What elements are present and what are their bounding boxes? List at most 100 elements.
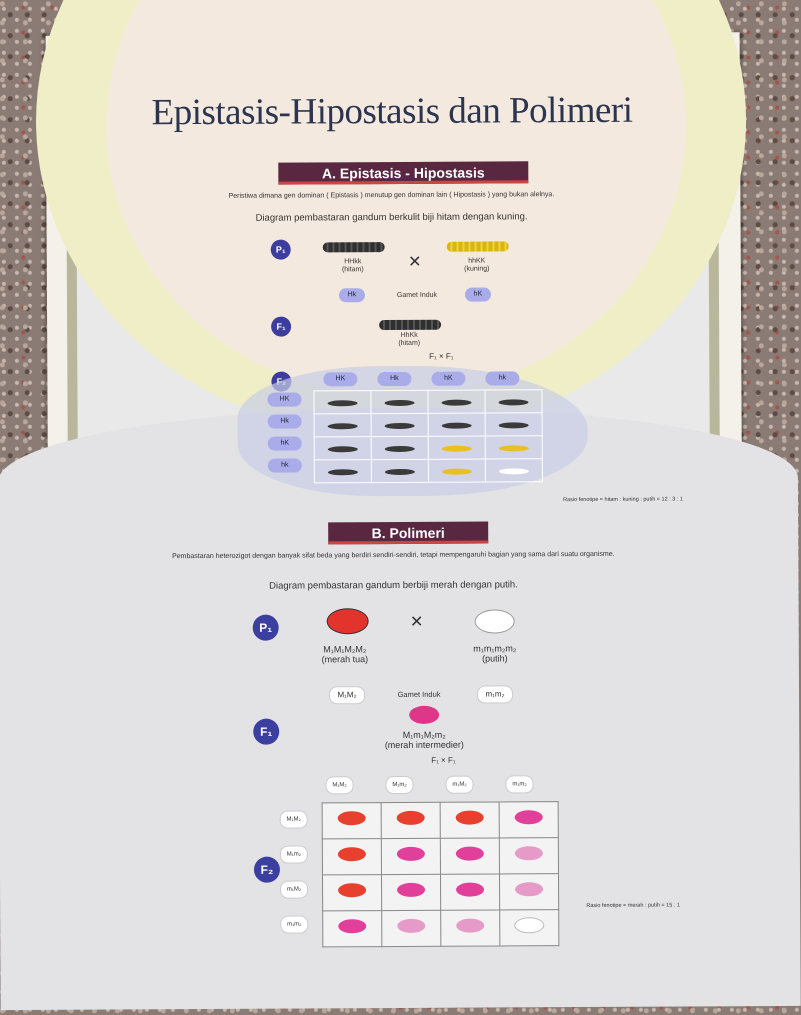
b-grid-cell — [381, 838, 441, 875]
b-cross-symbol: ✕ — [409, 613, 424, 631]
a-grid-cell — [428, 459, 486, 483]
a-f1xf1: F₁ × F₁ — [429, 351, 454, 361]
b-f1-label: F₁ — [253, 718, 280, 745]
a-seed-icon — [498, 422, 529, 429]
a-grid-cell — [485, 412, 543, 437]
a-gamete-label: Gamet Induk — [396, 291, 438, 299]
b-gamete2: m₁m₂ — [477, 685, 514, 704]
a-seed-icon — [498, 468, 529, 475]
section-b-heading: B. Polimeri — [328, 521, 489, 545]
a-parent1-genotype: HHkk — [344, 258, 362, 266]
a-grid-cell — [371, 436, 429, 460]
b-female-gamete: m₁M₂ — [280, 880, 309, 899]
b-grid-cell — [440, 873, 500, 911]
b-parent1-phenotype: (merah tua) — [321, 654, 369, 665]
b-white-seed-icon — [474, 609, 515, 634]
b-grid-cell — [440, 909, 500, 947]
b-seed-icon — [455, 810, 484, 825]
a-female-gamete: hK — [267, 436, 302, 451]
b-grid-cell — [322, 838, 382, 875]
b-seed-icon — [455, 846, 484, 861]
a-seed-icon — [441, 422, 472, 429]
a-seed-icon — [327, 469, 358, 476]
b-f1-genotype: M₁m₁M₂m₂ — [402, 729, 446, 740]
b-parent2-genotype: m₁m₁m₂m₂ — [473, 643, 517, 654]
a-female-gamete: Hk — [267, 414, 302, 429]
b-p1-label: P₁ — [252, 614, 279, 641]
a-seed-icon — [384, 399, 415, 407]
a-yellow-wheat-icon — [446, 241, 509, 252]
b-seed-icon — [514, 917, 545, 934]
b-seed-icon — [337, 811, 366, 826]
b-seed-icon — [456, 882, 485, 897]
a-grid-cell — [371, 413, 429, 437]
a-male-gamete: Hk — [377, 371, 412, 387]
b-female-gamete: M₁m₂ — [279, 845, 308, 864]
a-ratio: Rasio fenotipe = hitam : kuning : putih … — [563, 496, 683, 504]
b-female-gamete: m₁m₂ — [280, 915, 309, 934]
b-grid-cell — [381, 874, 441, 911]
b-grid-cell — [322, 910, 382, 947]
b-seed-icon — [396, 846, 425, 861]
b-seed-icon — [397, 882, 426, 897]
b-grid-cell — [499, 837, 559, 874]
a-parent1-phenotype: (hitam) — [341, 266, 364, 274]
b-grid-cell — [322, 802, 382, 839]
b-grid-cell — [499, 909, 559, 946]
b-f1-seed-icon — [409, 705, 440, 724]
b-seed-icon — [338, 919, 367, 934]
a-female-gamete: HK — [267, 392, 302, 407]
a-f1-label: F₁ — [271, 316, 292, 337]
a-grid-cell — [371, 459, 429, 483]
b-male-gamete: m₁m₂ — [505, 775, 534, 794]
b-f1-phenotype: (merah intermedier) — [384, 739, 464, 751]
a-grid-cell — [313, 390, 372, 414]
section-a-heading: A. Epistasis - Hipostasis — [278, 161, 529, 185]
a-seed-icon — [498, 399, 529, 406]
a-gamete2: hK — [464, 287, 491, 302]
a-parent2-phenotype: (kuning) — [464, 265, 490, 273]
b-male-gamete: M₁m₂ — [385, 775, 414, 795]
a-grid-cell — [314, 459, 372, 483]
a-parent2-genotype: hhKK — [468, 257, 486, 265]
b-seed-icon — [515, 882, 544, 897]
a-seed-icon — [384, 445, 415, 453]
b-seed-icon — [397, 918, 426, 933]
a-cross-symbol: ✕ — [408, 253, 422, 271]
b-parent1-genotype: M₁M₁M₂M₂ — [323, 644, 367, 655]
b-grid-cell — [499, 801, 559, 838]
b-male-gamete: M₁M₂ — [325, 776, 354, 795]
b-seed-icon — [396, 810, 425, 825]
b-ratio: Rasio fenotipe = merah : putih = 15 : 1 — [586, 902, 680, 910]
b-seed-icon — [337, 847, 366, 862]
a-seed-icon — [327, 423, 358, 430]
a-gamete1: Hk — [338, 288, 365, 303]
b-male-gamete: m₁M₂ — [445, 775, 474, 794]
a-black-wheat-icon — [322, 242, 385, 253]
a-grid-cell — [428, 436, 486, 460]
a-grid-cell — [370, 390, 429, 414]
a-seed-icon — [327, 400, 358, 407]
b-seed-icon — [456, 918, 485, 933]
a-grid-cell — [314, 413, 372, 437]
a-seed-icon — [441, 468, 472, 475]
a-seed-icon — [498, 445, 529, 452]
a-f1-wheat-icon — [379, 319, 442, 331]
a-p1-label: P₁ — [270, 239, 291, 260]
b-grid-cell — [440, 837, 500, 875]
b-red-seed-icon — [326, 608, 369, 635]
b-f2-label: F₂ — [253, 856, 281, 883]
a-f1-genotype: HhKk — [400, 331, 418, 339]
b-f1xf1: F₁ × F₁ — [431, 755, 456, 765]
a-male-gamete: hk — [485, 371, 520, 386]
a-f1-phenotype: (hitam) — [398, 339, 421, 347]
a-male-gamete: hK — [431, 371, 466, 386]
a-grid-cell — [484, 389, 543, 414]
a-grid-cell — [314, 436, 372, 460]
b-parent2-phenotype: (putih) — [482, 653, 508, 664]
b-seed-icon — [338, 883, 367, 898]
b-grid-cell — [381, 910, 441, 947]
a-grid-cell — [485, 435, 543, 460]
b-gamete1: M₁M₂ — [329, 686, 366, 705]
